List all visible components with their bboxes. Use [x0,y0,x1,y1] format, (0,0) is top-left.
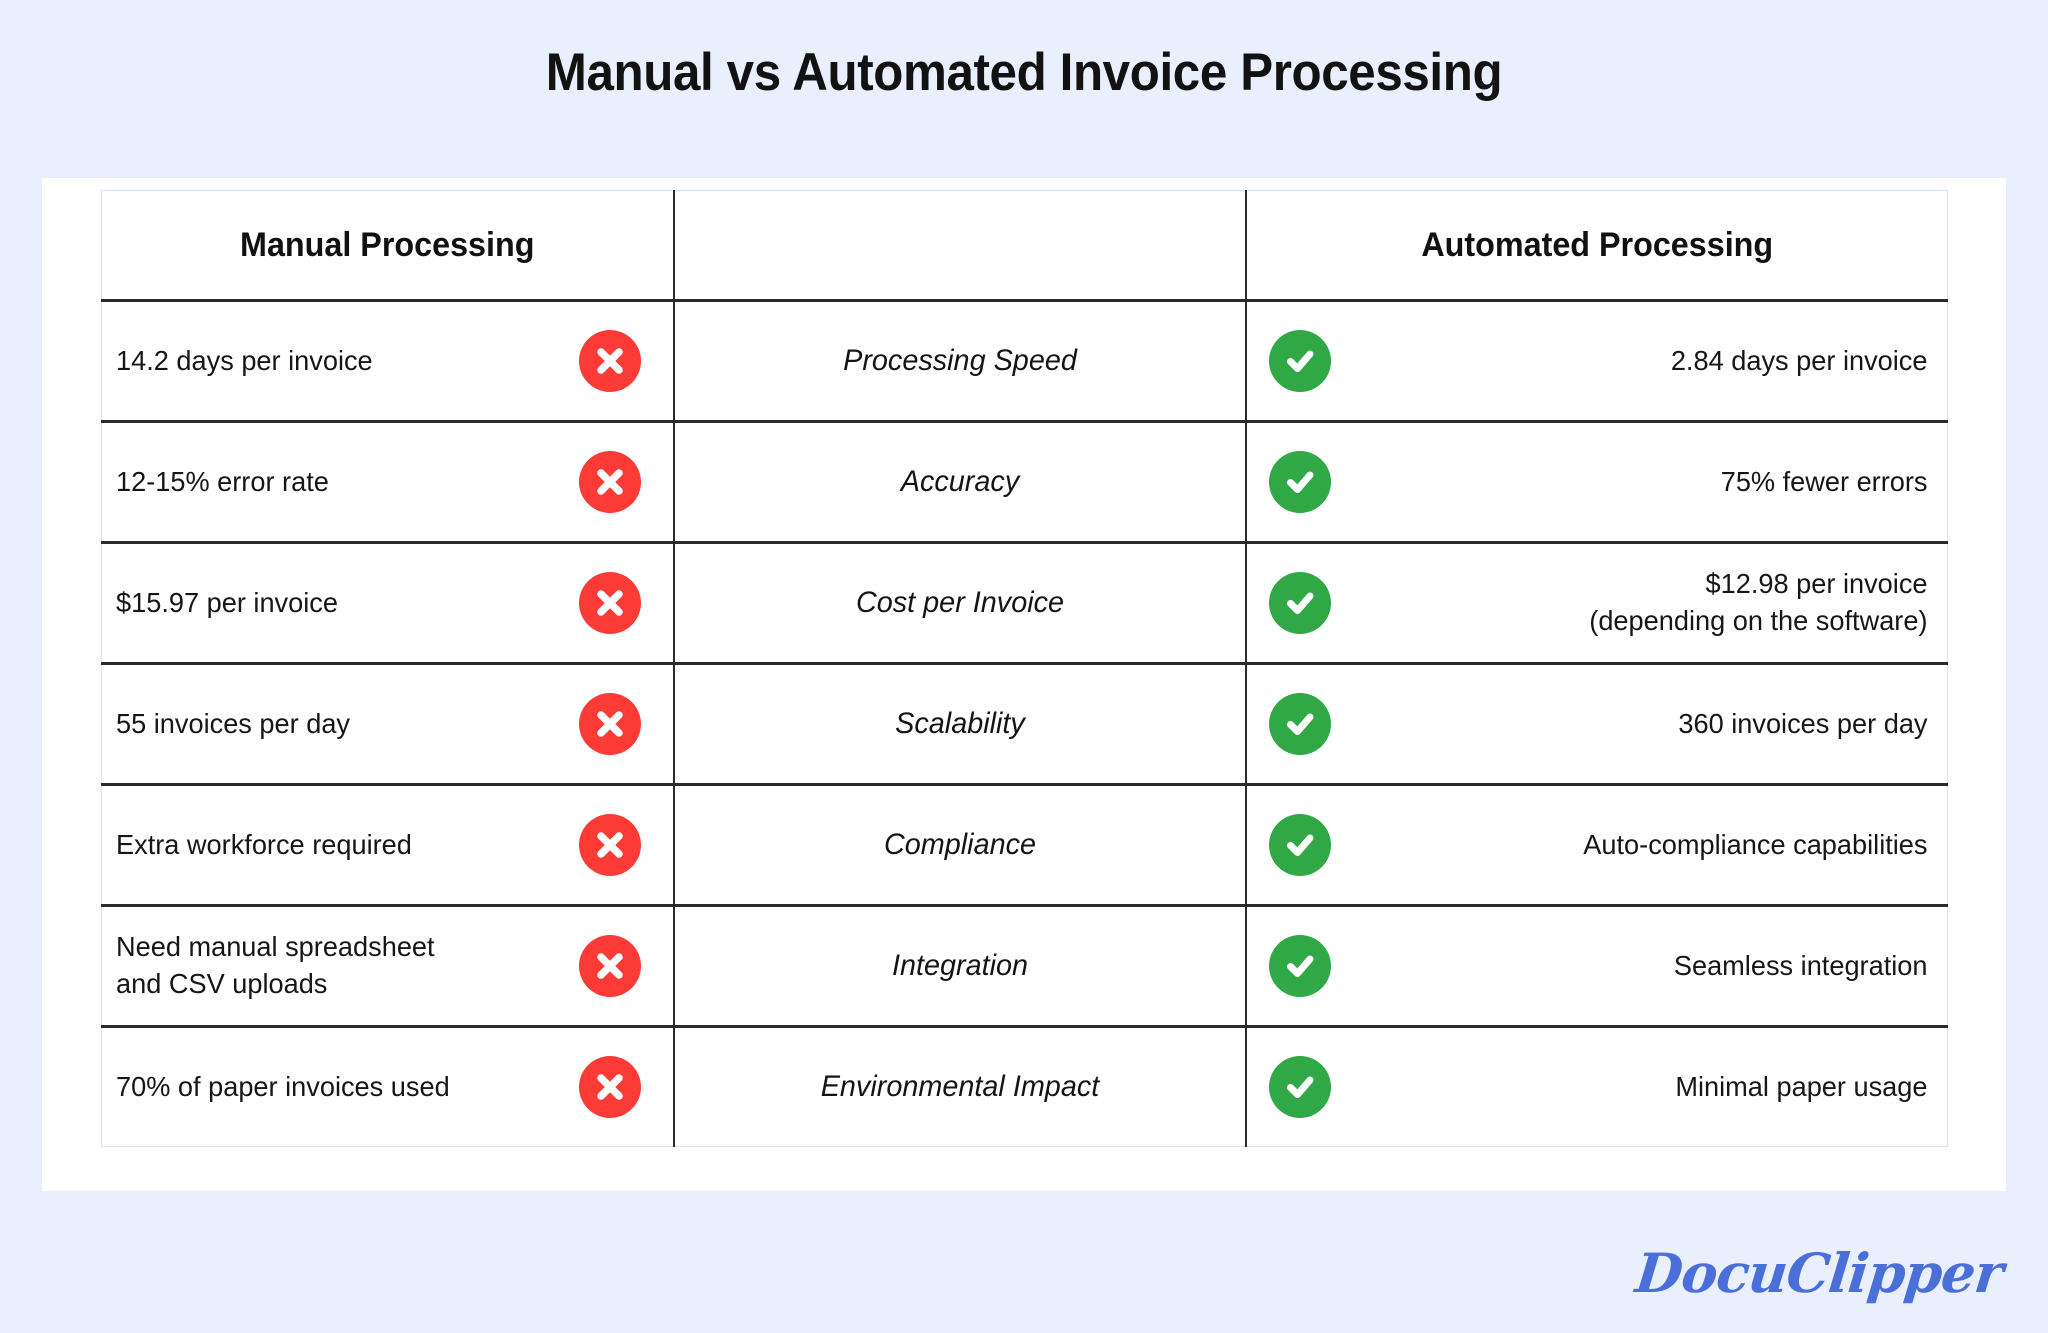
manual-cell: 14.2 days per invoice [101,300,675,423]
metric-label: Integration [891,949,1028,982]
column-header-manual: Manual Processing [101,190,674,302]
metric-label: Cost per Invoice [855,586,1064,619]
manual-value: 12-15% error rate [116,465,329,497]
manual-cell: 55 invoices per day [101,663,675,786]
metric-cell: Integration [673,905,1247,1028]
check-circle-icon [1268,935,1331,997]
manual-value: Need manual spreadsheet and CSV uploads [116,931,435,999]
manual-value: $15.97 per invoice [116,586,338,618]
table-row: 55 invoices per day Scalability 360 invoic… [101,663,1948,786]
metric-cell: Compliance [673,784,1247,907]
metric-label: Compliance [883,828,1036,861]
automated-cell: 360 invoices per day [1245,663,1948,786]
table-header-row: Manual Processing Automated Processing [101,190,1948,302]
x-circle-icon [578,935,641,997]
manual-cell: 70% of paper invoices used [101,1026,675,1147]
x-circle-icon [578,330,641,392]
check-circle-icon [1268,1056,1331,1118]
automated-cell: Minimal paper usage [1245,1026,1948,1147]
column-header-automated: Automated Processing [1245,190,1948,302]
automated-value: 360 invoices per day [1677,707,1927,739]
x-circle-icon [578,572,641,634]
manual-value: Extra workforce required [116,828,412,860]
column-header-metric [672,190,1247,302]
automated-cell: 75% fewer errors [1245,421,1948,544]
brand-logo: DocuClipper [1632,1241,2006,1305]
metric-cell: Environmental Impact [673,1026,1247,1147]
table-row: 14.2 days per invoice Processing Speed 2.8… [101,300,1948,423]
manual-cell: 12-15% error rate [101,421,675,544]
comparison-card: Manual Processing Automated Processing 1… [42,178,2006,1191]
metric-label: Environmental Impact [820,1070,1099,1103]
metric-label: Scalability [894,707,1025,740]
check-circle-icon [1268,451,1331,513]
x-circle-icon [578,693,641,755]
column-header-automated-label: Automated Processing [1420,225,1773,264]
page-title: Manual vs Automated Invoice Processing [545,43,1503,102]
column-header-manual-label: Manual Processing [240,225,535,264]
metric-cell: Cost per Invoice [673,542,1247,665]
metric-label: Processing Speed [842,344,1077,377]
table-row: 70% of paper invoices used Environmental … [101,1026,1948,1147]
x-circle-icon [578,814,641,876]
comparison-table: Manual Processing Automated Processing 1… [101,190,1948,1147]
manual-cell: Extra workforce required [101,784,675,907]
table-row: 12-15% error rate Accuracy 75% fewer error… [101,421,1948,544]
check-circle-icon [1268,572,1331,634]
manual-value: 70% of paper invoices used [116,1070,450,1102]
metric-cell: Scalability [673,663,1247,786]
table-row: Need manual spreadsheet and CSV uploads I… [101,905,1948,1028]
manual-value: 14.2 days per invoice [116,344,373,376]
check-circle-icon [1268,330,1331,392]
check-circle-icon [1268,693,1331,755]
table-body: 14.2 days per invoice Processing Speed 2.8… [101,300,1948,1147]
automated-cell: 2.84 days per invoice [1245,300,1948,423]
automated-value: Auto-compliance capabilities [1582,828,1927,860]
automated-value: Minimal paper usage [1674,1070,1927,1102]
table-row: Extra workforce required Compliance Auto-c… [101,784,1948,907]
manual-cell: Need manual spreadsheet and CSV uploads [101,905,675,1028]
metric-cell: Processing Speed [673,300,1247,423]
x-circle-icon [578,451,641,513]
manual-value: 55 invoices per day [116,707,351,739]
metric-label: Accuracy [900,465,1019,498]
automated-value: $12.98 per invoice (depending on the sof… [1588,568,1927,636]
manual-cell: $15.97 per invoice [101,542,675,665]
x-circle-icon [578,1056,641,1118]
table-row: $15.97 per invoice Cost per Invoice $12.98… [101,542,1948,665]
automated-value: 2.84 days per invoice [1670,344,1927,376]
metric-cell: Accuracy [673,421,1247,544]
automated-value: Seamless integration [1673,949,1927,981]
automated-cell: $12.98 per invoice (depending on the sof… [1245,542,1948,665]
check-circle-icon [1268,814,1331,876]
automated-cell: Auto-compliance capabilities [1245,784,1948,907]
automated-cell: Seamless integration [1245,905,1948,1028]
automated-value: 75% fewer errors [1720,465,1927,497]
